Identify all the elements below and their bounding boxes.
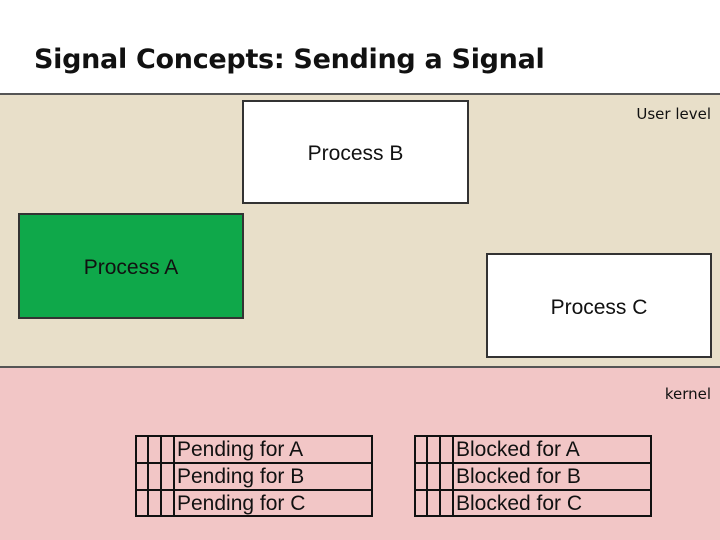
blocked-bit-vector-table: Blocked for A Blocked for B Blocked for …	[414, 435, 652, 517]
bit-cell	[416, 437, 428, 515]
process-c-box: Process C	[486, 253, 712, 358]
row-divider	[137, 462, 371, 464]
row-divider	[416, 489, 650, 491]
pending-bit-cells	[137, 437, 175, 515]
bit-cell	[442, 437, 454, 515]
blocked-bit-cells	[416, 437, 454, 515]
pending-row-c: Pending for C	[177, 492, 306, 515]
process-a-label: Process A	[83, 256, 179, 279]
process-a-box: Process A	[18, 213, 244, 319]
process-b-label: Process B	[307, 142, 404, 165]
blocked-row-b: Blocked for B	[456, 465, 581, 488]
blocked-row-a: Blocked for A	[456, 438, 580, 461]
blocked-row-c: Blocked for C	[456, 492, 583, 515]
bit-cell	[137, 437, 149, 515]
row-divider	[416, 462, 650, 464]
pending-bit-vector-table: Pending for A Pending for B Pending for …	[135, 435, 373, 517]
row-divider	[137, 489, 371, 491]
user-level-label: User level	[636, 105, 711, 123]
kernel-label: kernel	[664, 385, 711, 403]
bit-cell	[429, 437, 441, 515]
bit-cell	[163, 437, 175, 515]
pending-row-b: Pending for B	[177, 465, 305, 488]
process-c-label: Process C	[550, 296, 648, 319]
slide-title: Signal Concepts: Sending a Signal	[34, 44, 545, 75]
bit-cell	[150, 437, 162, 515]
process-b-box: Process B	[242, 100, 469, 204]
pending-row-a: Pending for A	[177, 438, 304, 461]
